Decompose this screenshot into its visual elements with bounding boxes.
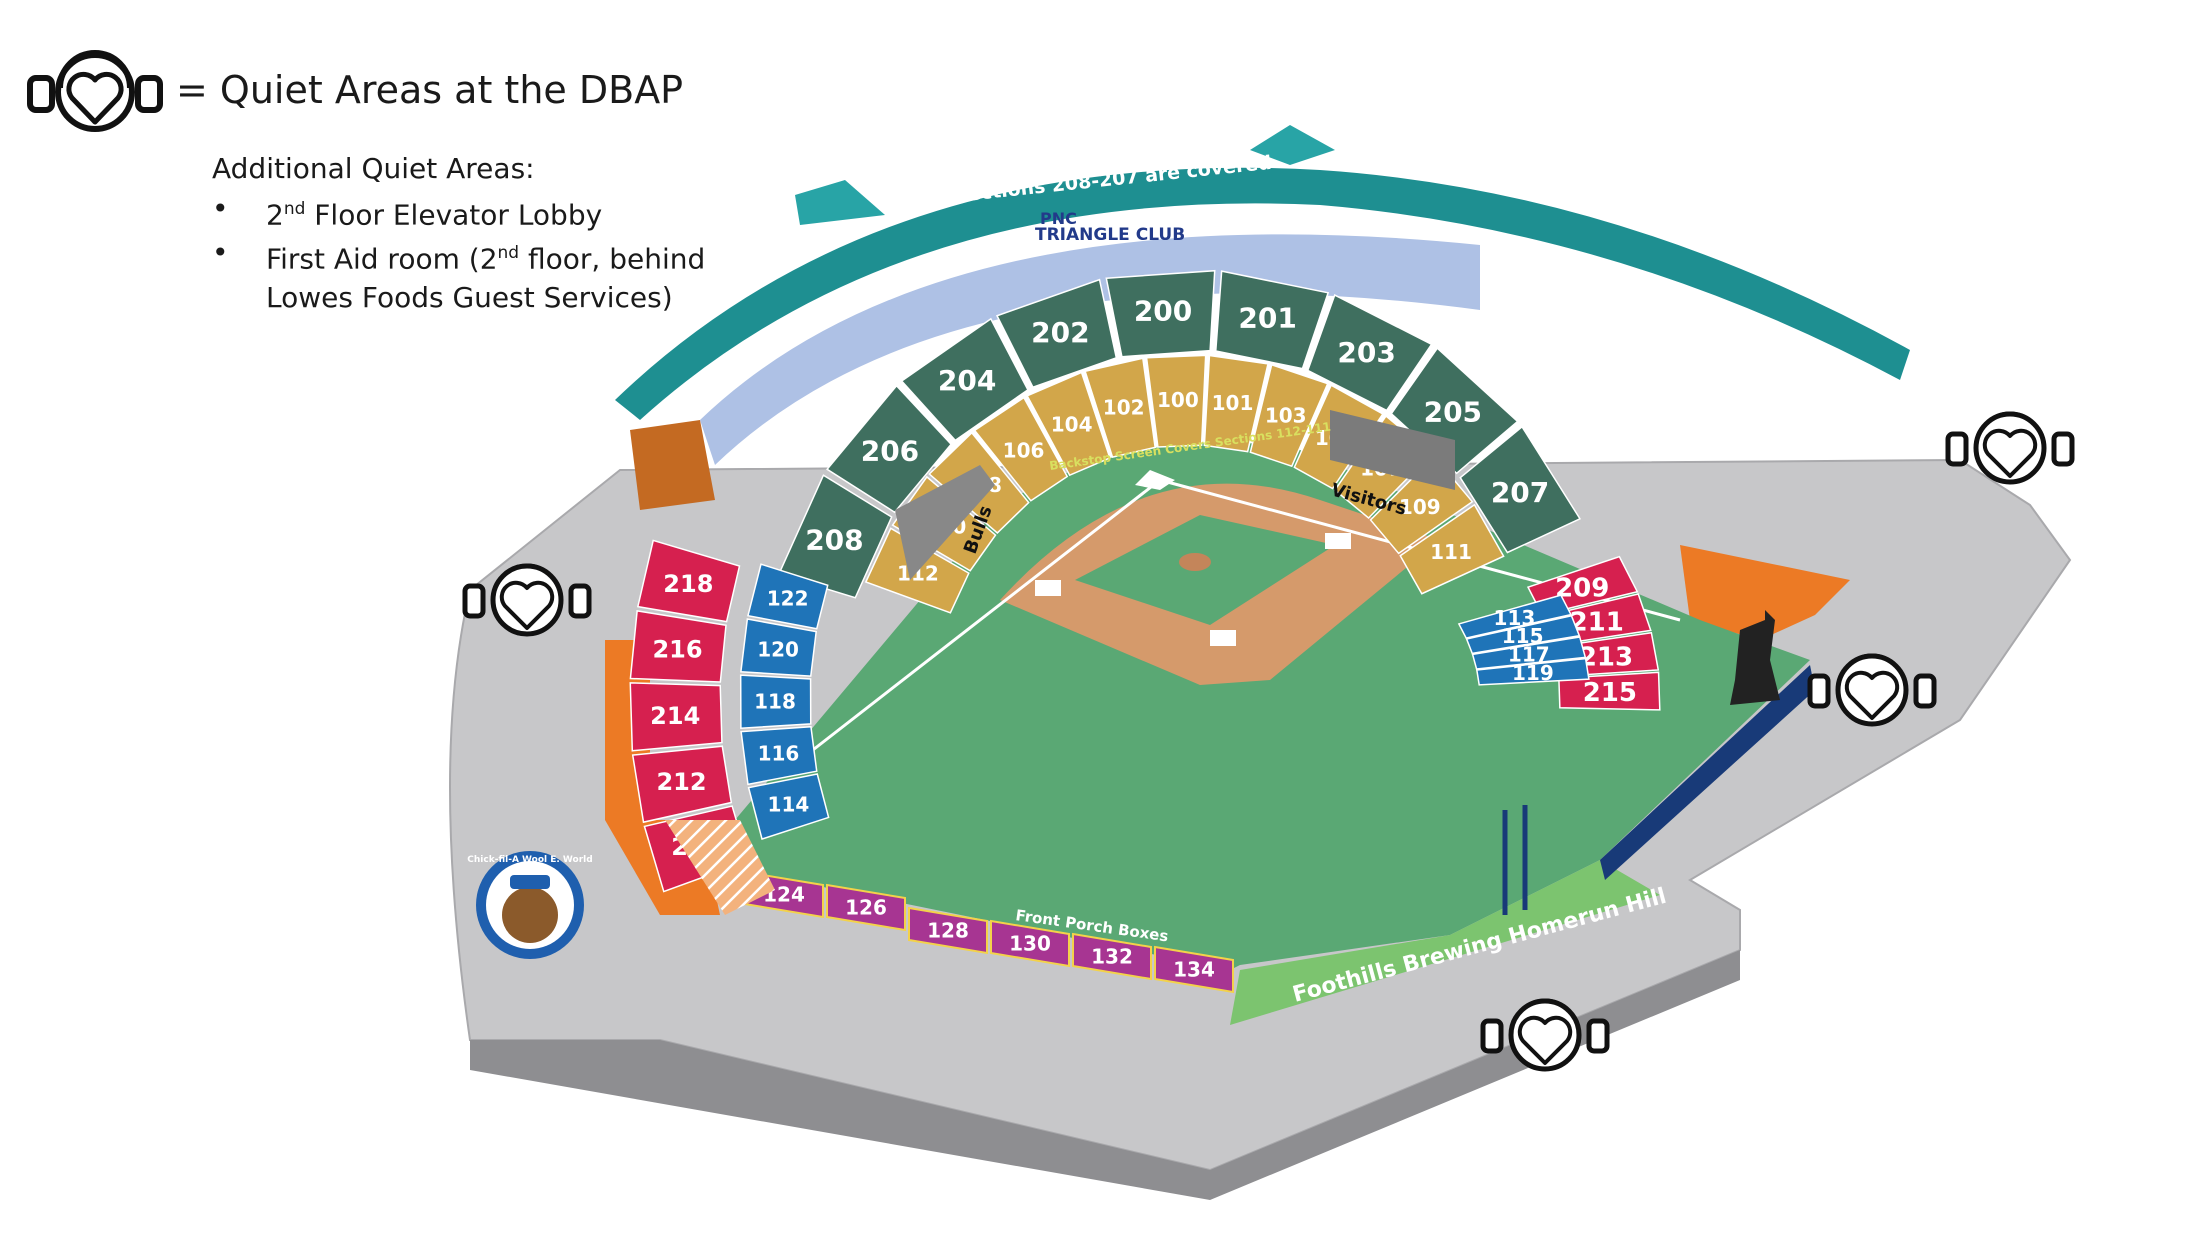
section-label-203: 203 <box>1337 336 1395 369</box>
list-item: 2nd Floor Elevator Lobby <box>212 190 706 234</box>
home-dugout <box>895 465 995 580</box>
home-run-hill <box>1230 860 1660 1025</box>
section-label-101: 101 <box>1212 391 1254 415</box>
visitor-dugout <box>1330 410 1455 490</box>
section-104[interactable] <box>1026 371 1111 477</box>
section-label-128: 128 <box>927 919 969 943</box>
section-label-209: 209 <box>1555 573 1609 603</box>
section-117[interactable] <box>1471 636 1587 670</box>
section-119[interactable] <box>1475 657 1590 686</box>
section-label-103: 103 <box>1265 404 1307 428</box>
section-label-216: 216 <box>652 635 702 663</box>
section-label-118: 118 <box>754 690 796 714</box>
section-label-106: 106 <box>1003 438 1045 462</box>
section-113[interactable] <box>1457 594 1573 639</box>
legend-title: = Quiet Areas at the DBAP <box>176 68 684 112</box>
section-label-208: 208 <box>805 524 863 557</box>
section-label-114: 114 <box>768 793 810 817</box>
section-206[interactable] <box>825 384 953 514</box>
section-label-120: 120 <box>757 638 799 662</box>
section-label-202: 202 <box>1031 316 1089 349</box>
legend: = Quiet Areas at the DBAP Additional Qui… <box>20 30 720 330</box>
section-126[interactable] <box>826 883 906 932</box>
section-200[interactable] <box>1105 269 1216 358</box>
hatched-zone <box>665 820 775 915</box>
section-203[interactable] <box>1306 294 1433 412</box>
section-128[interactable] <box>908 906 988 955</box>
section-111[interactable] <box>1399 503 1505 595</box>
section-label-213: 213 <box>1579 643 1633 673</box>
playing-field <box>735 442 1810 970</box>
section-130[interactable] <box>990 919 1070 968</box>
section-label-126: 126 <box>845 896 887 920</box>
section-label-205: 205 <box>1424 396 1482 429</box>
section-208[interactable] <box>777 474 893 599</box>
section-label-212: 212 <box>656 768 706 796</box>
section-106[interactable] <box>973 396 1069 502</box>
section-label-109: 109 <box>1399 495 1441 519</box>
bull-sign-icon <box>1730 610 1780 705</box>
section-label-201: 201 <box>1238 302 1296 335</box>
section-118[interactable] <box>739 674 812 730</box>
section-120[interactable] <box>740 618 818 677</box>
section-label-111: 111 <box>1430 540 1472 564</box>
section-100[interactable] <box>1145 354 1207 448</box>
section-label-122: 122 <box>767 586 809 610</box>
kids-zone-label: Chick-fil-A Wool E. World <box>467 855 592 865</box>
section-116[interactable] <box>740 725 818 786</box>
section-122[interactable] <box>747 563 829 630</box>
right-wall <box>1680 545 1850 640</box>
section-202[interactable] <box>995 278 1118 389</box>
upper-deck-sections: 208 206 204 202 200 201 203 205 207 <box>777 269 1582 599</box>
section-212[interactable] <box>631 745 733 824</box>
reserved-sections-left: 114 116 118 120 122 <box>739 563 830 841</box>
section-215[interactable] <box>1558 671 1661 711</box>
headphones-heart-icon <box>27 50 163 132</box>
section-101[interactable] <box>1203 354 1269 453</box>
section-label-100: 100 <box>1157 388 1199 412</box>
additional-quiet-areas-list: 2nd Floor Elevator Lobby First Aid room … <box>212 190 706 317</box>
section-label-214: 214 <box>650 702 700 730</box>
section-label-207: 207 <box>1491 476 1549 509</box>
section-label-206: 206 <box>861 435 919 468</box>
section-label-116: 116 <box>758 742 800 766</box>
roof-canopy <box>615 167 1910 420</box>
section-204[interactable] <box>900 317 1029 442</box>
list-item: First Aid room (2nd floor, behind Lowes … <box>212 234 706 316</box>
section-103[interactable] <box>1249 363 1329 468</box>
section-label-104: 104 <box>1051 412 1093 436</box>
section-label-102: 102 <box>1103 395 1145 419</box>
club-name-line2: TRIANGLE CLUB <box>1035 225 1185 245</box>
section-label-119: 119 <box>1512 661 1554 685</box>
section-114[interactable] <box>747 773 830 841</box>
section-label-132: 132 <box>1091 945 1133 969</box>
section-216[interactable] <box>629 610 727 683</box>
section-201[interactable] <box>1214 270 1330 370</box>
section-102[interactable] <box>1084 357 1156 458</box>
kids-zone-logo: Chick-fil-A Wool E. World <box>467 851 593 959</box>
club-name-line1: PNC <box>1040 209 1077 228</box>
section-label-204: 204 <box>938 364 996 397</box>
section-207[interactable] <box>1459 425 1582 554</box>
section-218[interactable] <box>636 539 741 623</box>
section-label-218: 218 <box>663 570 713 598</box>
section-label-215: 215 <box>1583 678 1637 708</box>
section-132[interactable] <box>1072 932 1152 981</box>
section-134[interactable] <box>1154 945 1234 994</box>
additional-quiet-areas-heading: Additional Quiet Areas: <box>212 152 535 185</box>
section-label-200: 200 <box>1134 295 1192 328</box>
section-label-134: 134 <box>1173 958 1215 982</box>
section-115[interactable] <box>1465 614 1581 655</box>
section-label-130: 130 <box>1009 932 1051 956</box>
section-214[interactable] <box>629 682 723 752</box>
